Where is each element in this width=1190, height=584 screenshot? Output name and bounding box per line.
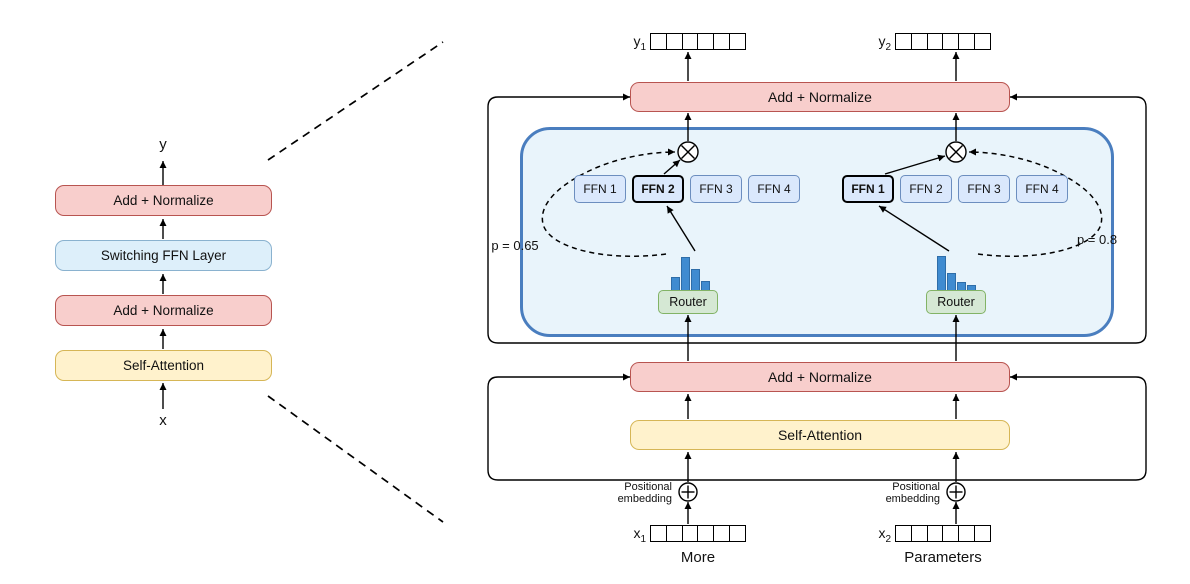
flow-arrows: [159, 52, 960, 524]
caption-more: More: [680, 549, 716, 566]
x1-base: x: [633, 525, 641, 541]
zoom-connector-top: [267, 41, 444, 161]
gate-probability-token2: p = 0.8: [1076, 232, 1118, 247]
overview-self-attention: Self-Attention: [55, 350, 272, 381]
zoom-connector-bottom: [267, 395, 444, 523]
router-token2: Router: [926, 290, 986, 314]
x2-base: x: [878, 525, 886, 541]
detail-self-attention: Self-Attention: [630, 420, 1010, 450]
residual-connections: [487, 93, 1147, 481]
router-token1: Router: [658, 290, 718, 314]
y1-sub: 1: [640, 41, 646, 53]
y2-base: y: [878, 33, 886, 49]
gate-curve-token1: [541, 148, 676, 257]
positional-embedding-line1: Positional: [624, 481, 672, 493]
ffn-3-token1: FFN 3: [690, 175, 742, 203]
positional-embedding-line1: Positional: [892, 481, 940, 493]
input-label-x1: x1: [608, 525, 646, 545]
circled-times-icon-token2: [945, 141, 967, 163]
positional-embedding-label-x1: Positional embedding: [596, 481, 672, 505]
positional-embedding-line2: embedding: [617, 493, 672, 505]
overview-switching-ffn-layer: Switching FFN Layer: [55, 240, 272, 271]
circled-times-icon-token1: [677, 141, 699, 163]
positional-embedding-line2: embedding: [885, 493, 940, 505]
operators: [677, 141, 967, 502]
overview-add-normalize-bottom: Add + Normalize: [55, 295, 272, 326]
output-label-y1: y1: [608, 33, 646, 53]
token-cells-y2: [895, 33, 991, 50]
output-label-y2: y2: [853, 33, 891, 53]
detail-add-normalize-mid: Add + Normalize: [630, 362, 1010, 392]
x1-sub: 1: [640, 533, 646, 545]
circled-plus-icon-x1: [678, 482, 698, 502]
token-cells-y1: [650, 33, 746, 50]
token-cells-x1: [650, 525, 746, 542]
router-histogram-token2: [937, 254, 977, 290]
zoom-connectors: [267, 41, 444, 523]
x2-sub: 2: [885, 533, 891, 545]
positional-embedding-label-x2: Positional embedding: [864, 481, 940, 505]
input-label-x: x: [159, 412, 167, 429]
ffn-2-token1-selected: FFN 2: [632, 175, 684, 203]
circled-plus-icon-x2: [946, 482, 966, 502]
detail-add-normalize-top: Add + Normalize: [630, 82, 1010, 112]
input-label-x2: x2: [853, 525, 891, 545]
ffn-4-token1: FFN 4: [748, 175, 800, 203]
gate-probability-token1: p = 0.65: [491, 238, 539, 253]
residual-connection-bottom: [487, 373, 1147, 481]
ffn-3-token2: FFN 3: [958, 175, 1010, 203]
residual-connection-top: [487, 93, 1147, 344]
switching-ffn-layer-container: [520, 127, 1114, 337]
gate-probability-curves: [541, 148, 1103, 257]
ffn-1-token1: FFN 1: [574, 175, 626, 203]
y2-sub: 2: [885, 41, 891, 53]
caption-parameters: Parameters: [904, 549, 982, 566]
gate-curve-token2: [968, 148, 1103, 257]
ffn-4-token2: FFN 4: [1016, 175, 1068, 203]
ffn-1-token2-selected: FFN 1: [842, 175, 894, 203]
ffn-2-token2: FFN 2: [900, 175, 952, 203]
overview-add-normalize-top: Add + Normalize: [55, 185, 272, 216]
router-histogram-token1: [671, 254, 711, 290]
output-label-y: y: [159, 136, 167, 153]
token-cells-x2: [895, 525, 991, 542]
y1-base: y: [633, 33, 641, 49]
